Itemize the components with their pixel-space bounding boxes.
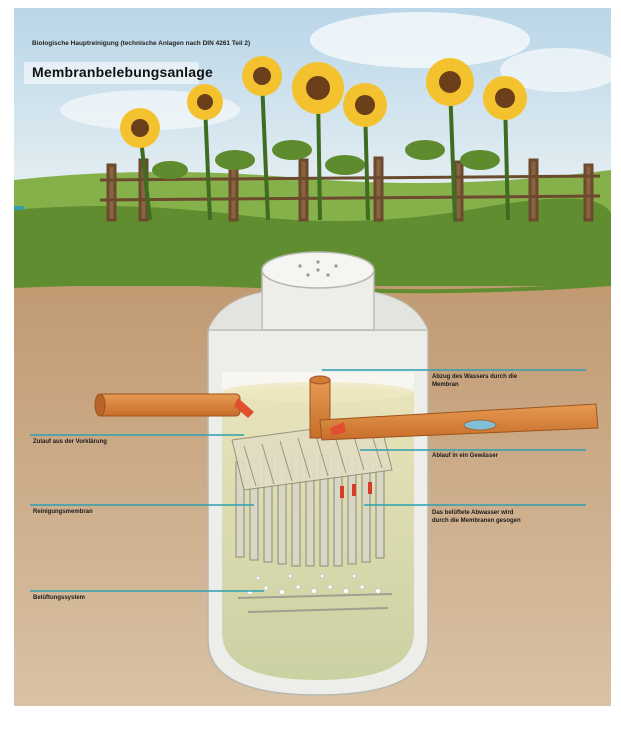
label-belueftungssystem: Belüftungssystem [33, 595, 85, 603]
diagram-title: Membranbelebungsanlage [32, 64, 213, 80]
label-ablauf: Ablauf in ein Gewässer [432, 453, 498, 461]
page-edge-marker [14, 206, 24, 210]
diagram-subtitle: Biologische Hauptreinigung (technische A… [32, 40, 250, 47]
label-abzug-line1: Abzug des Wassers durch die [432, 374, 517, 382]
label-abwasser-line2: durch die Membranen gesogen [432, 518, 521, 526]
label-abwasser-line1: Das belüftete Abwasser wird [432, 510, 513, 518]
label-reinigungsmembran: Reinigungsmembran [33, 509, 93, 517]
cloud [310, 12, 530, 68]
label-abzug-line2: Membran [432, 382, 459, 390]
label-zulauf: Zulauf aus der Vorklärung [33, 439, 107, 447]
inlet-pipe [95, 394, 254, 418]
